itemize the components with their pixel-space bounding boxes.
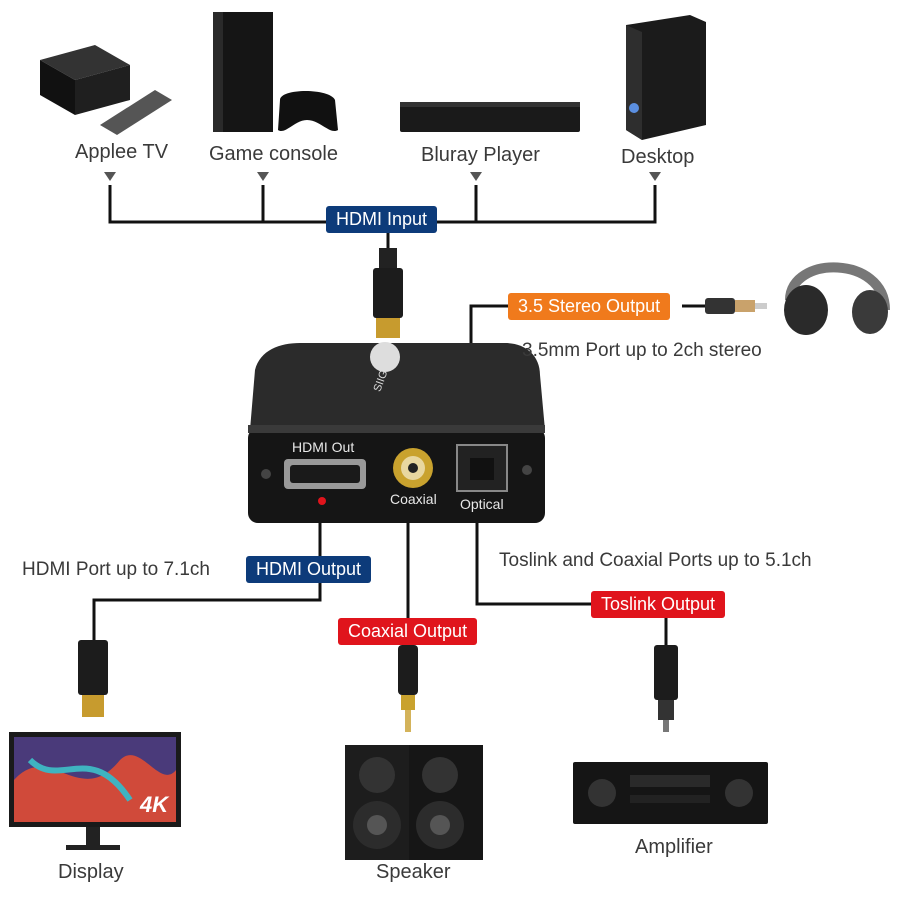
converter-device	[248, 342, 545, 523]
input-label-bluray: Bluray Player	[421, 144, 540, 166]
apple-tv-illustration	[40, 45, 172, 135]
toslink-cable	[654, 645, 678, 732]
input-label-desktop: Desktop	[621, 146, 695, 168]
input-arrows	[104, 172, 661, 181]
bluray-player-illustration	[400, 102, 580, 132]
display-4k-badge: 4K	[140, 792, 169, 817]
coaxial-output-tag: Coaxial Output	[338, 618, 478, 645]
stereo-output-tag: 3.5 Stereo Output	[508, 293, 671, 320]
output-label-display: Display	[58, 861, 124, 883]
stereo-jack	[705, 298, 767, 314]
display-illustration	[9, 732, 181, 850]
toslink-output-tag: Toslink Output	[591, 591, 726, 618]
hdmi-port-note: HDMI Port up to 7.1ch	[22, 559, 210, 580]
coaxial-cable	[398, 645, 418, 732]
hdmi-out-port-label: HDMI Out	[292, 439, 355, 455]
amplifier-illustration	[573, 762, 768, 824]
hdmi-input-tag: HDMI Input	[326, 206, 438, 233]
desktop-drive-illustration	[626, 15, 706, 140]
hdmi-output-cable	[78, 640, 108, 717]
stereo-line	[469, 304, 508, 345]
toslink-coax-note: Toslink and Coaxial Ports up to 5.1ch	[499, 550, 812, 571]
hdmi-input-cable	[373, 248, 403, 338]
hdmi-output-tag: HDMI Output	[246, 556, 372, 583]
speakers-illustration	[345, 745, 483, 860]
output-label-amplifier: Amplifier	[635, 836, 713, 858]
input-label-game-console: Game console	[209, 143, 338, 165]
stereo-note: 3.5mm Port up to 2ch stereo	[522, 340, 762, 361]
coaxial-port-label: Coaxial	[390, 491, 437, 507]
input-label-apple-tv: Applee TV	[75, 141, 169, 163]
optical-port-label: Optical	[460, 496, 504, 512]
game-console-illustration	[213, 12, 338, 132]
output-label-speaker: Speaker	[376, 861, 451, 883]
headphones-illustration	[784, 262, 890, 335]
